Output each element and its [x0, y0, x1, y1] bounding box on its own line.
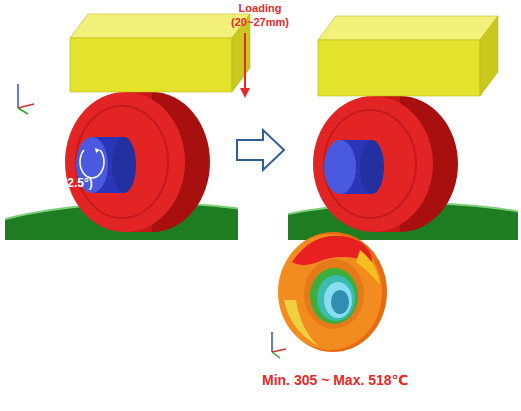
load-arrow [244, 33, 246, 96]
loading-plate [70, 14, 250, 92]
temperature-range: Min. 305 ~ Max. 518℃ [262, 372, 462, 390]
tire [313, 96, 458, 232]
temperature-contour [278, 232, 387, 352]
right-panel [180, 16, 521, 347]
axis-triad [18, 84, 34, 114]
rotation-label: Rotation(22.5°) [8, 176, 118, 191]
transition-arrow [237, 130, 284, 170]
axis-triad [272, 332, 286, 358]
load-label: Loading (20~27mm) [222, 2, 298, 30]
hub [324, 140, 384, 194]
tire [65, 92, 210, 232]
loading-plate [318, 16, 498, 96]
